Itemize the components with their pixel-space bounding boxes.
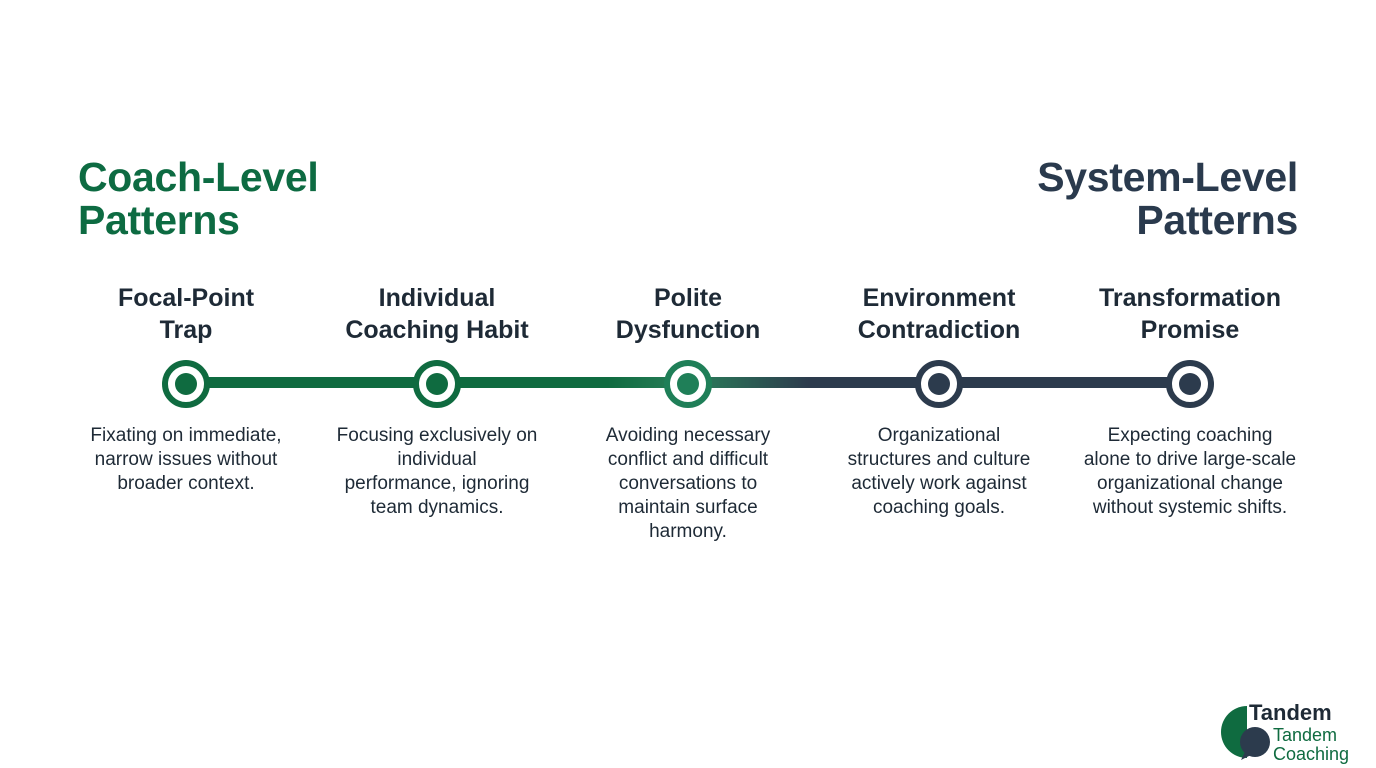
node-title-line: Focal-Point [117, 284, 255, 312]
system-level-heading-line-2: Patterns [1136, 197, 1298, 243]
node-description-line: narrow issues without [94, 449, 278, 470]
node-title-line: Promise [1140, 316, 1240, 344]
node-description-line: conversations to [618, 473, 758, 494]
timeline-node-marker [1166, 360, 1214, 408]
timeline-node-dot [175, 373, 197, 395]
timeline-node-marker [664, 360, 712, 408]
node-description-line: Expecting coaching [1107, 425, 1273, 446]
node-description-line: Avoiding necessary [605, 425, 771, 446]
node-description-line: conflict and difficult [607, 449, 769, 470]
node-description: Expecting coaching alone to drive large-s… [1065, 424, 1315, 520]
node-description: Avoiding necessary conflict and difficult… [563, 424, 813, 544]
node-title-line: Trap [159, 316, 213, 344]
logo-text-coaching: Coaching [1273, 744, 1350, 764]
timeline-node-marker [413, 360, 461, 408]
node-description-line: alone to drive large-scale [1083, 449, 1297, 470]
timeline-node-marker [162, 360, 210, 408]
node-description: Fixating on immediate, narrow issues with… [61, 424, 311, 496]
logo-text-tandem-secondary: Tandem [1273, 725, 1338, 745]
node-description-line: without systemic shifts. [1092, 497, 1288, 518]
node-description-line: performance, ignoring [344, 473, 530, 494]
node-description-line: actively work against [851, 473, 1027, 494]
node-description-line: organizational change [1097, 473, 1283, 494]
logo-text-tandem: Tandem [1249, 700, 1332, 725]
node-title-line: Contradiction [857, 316, 1021, 344]
node-description-line: maintain surface [618, 497, 758, 518]
node-description: Focusing exclusively on individual perform… [312, 424, 562, 520]
timeline-node-dot [677, 373, 699, 395]
node-description-line: harmony. [649, 521, 727, 542]
coach-level-heading: Coach-Level Patterns [78, 156, 319, 242]
timeline-node-dot [1179, 373, 1201, 395]
node-description-line: Fixating on immediate, [90, 425, 282, 446]
node-title-line: Environment [862, 284, 1016, 312]
timeline-node-marker [915, 360, 963, 408]
coach-level-heading-line-1: Coach-Level [78, 154, 319, 200]
node-description-line: Focusing exclusively on [336, 425, 538, 446]
timeline-node-dot [426, 373, 448, 395]
node-title-line: Coaching Habit [345, 316, 529, 344]
speech-bubbles-icon [1221, 706, 1270, 760]
node-description-line: team dynamics. [370, 497, 504, 518]
node-description-line: broader context. [117, 473, 255, 494]
timeline-node-dot [928, 373, 950, 395]
node-description-line: structures and culture [847, 449, 1031, 470]
node-title-line: Transformation [1099, 284, 1281, 312]
system-level-heading: System-Level Patterns [1037, 156, 1298, 242]
node-description-line: coaching goals. [872, 497, 1006, 518]
node-description-line: Organizational [877, 425, 1001, 446]
coach-level-heading-line-2: Patterns [78, 197, 240, 243]
node-description: Organizational structures and culture acti… [814, 424, 1064, 520]
node-title-line: Individual [378, 284, 496, 312]
system-level-heading-line-1: System-Level [1037, 154, 1298, 200]
tandem-coaching-logo: Tandem Tandem Coaching [1217, 700, 1367, 764]
node-title-line: Dysfunction [615, 316, 761, 344]
node-title-line: Polite [653, 284, 723, 312]
node-description-line: individual [397, 449, 477, 470]
